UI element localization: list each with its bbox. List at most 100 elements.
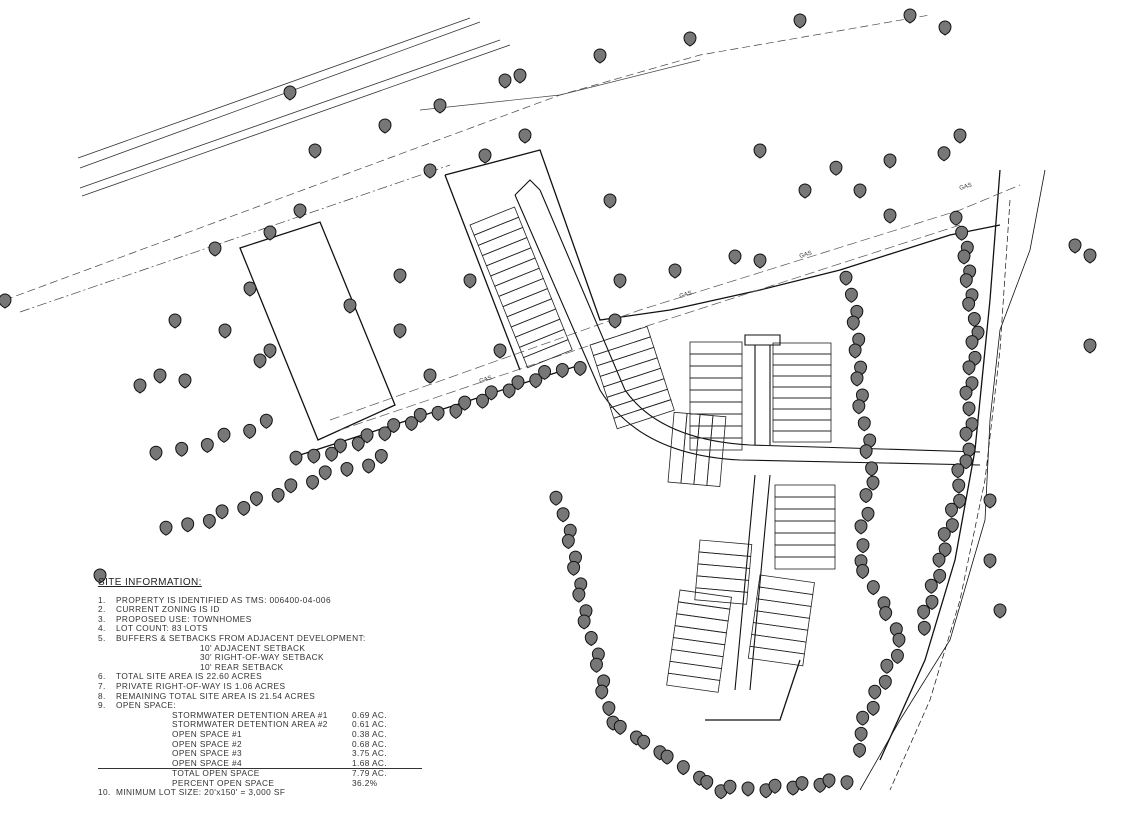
tree-icon [955,225,969,241]
tree-icon [561,534,575,550]
tree-icon [577,614,591,630]
percent-open-space-value: 36.2% [352,777,378,788]
tree-icon [967,311,981,328]
tree-icon [865,461,879,477]
tree-icon [957,249,971,265]
open-space-label: STORMWATER DETENTION AREA #1 [172,709,328,720]
open-space-value: 3.75 AC. [352,748,388,759]
item-number: 6. [98,671,106,682]
tree-icon [249,491,263,507]
tree-icon [518,128,532,144]
tree-icon [493,343,507,359]
tree-icon [584,631,598,647]
open-space-value: 0.38 AC. [352,728,388,739]
tree-icon [1083,248,1097,264]
item-number: 5. [98,632,106,643]
tree-icon [1083,338,1097,354]
tree-icon [608,313,622,329]
tree-icon [458,395,472,411]
tree-icon [983,553,997,569]
tree-icon [284,478,298,494]
lot [676,601,731,622]
tree-icon [351,436,365,452]
item-text: TOTAL SITE AREA IS 22.60 ACRES [116,671,263,682]
tree-icon [573,361,587,377]
lot [523,339,573,369]
tree-icon [676,760,690,776]
tree-icon [700,775,714,791]
item-text: CURRENT ZONING IS ID [116,604,220,615]
lot [751,622,809,643]
tree-icon [852,399,866,415]
tree-icon [478,148,492,164]
site-information-block: SITE INFORMATION: 1.PROPERTY IS IDENTIFI… [98,578,422,798]
tree-icon [883,153,897,169]
lot-block [689,341,743,451]
lot [747,645,805,667]
gas-line [329,184,1021,431]
tree-icon [938,20,952,36]
tree-icon [603,193,617,209]
item-number: 9. [98,700,106,711]
tree-icon [853,742,867,759]
tree-icon [423,163,437,179]
lot [485,247,536,277]
tree-icon [572,587,586,603]
lot [518,328,569,359]
tree-icon [449,403,463,419]
tree-icon [308,143,322,159]
tree-icon [822,773,836,789]
tree-icon [168,313,182,329]
tree-icon [263,343,277,359]
tree-icon [944,502,959,518]
tree-icon [952,478,966,494]
lot-block [666,589,732,693]
lot [772,430,832,443]
tree-icon [890,648,904,664]
tree-icon [378,118,392,134]
tree-icon [549,490,563,506]
tree-icon [839,270,853,286]
item-text: LOT COUNT: 83 LOTS [116,623,208,634]
tree-icon [844,287,858,303]
tree-icon [753,143,767,159]
tree-icon [343,298,357,314]
tree-icon [208,241,222,257]
lot [510,308,561,338]
tree-icon [307,448,321,464]
open-space-value: 1.68 AC. [352,757,388,768]
lot [502,288,553,318]
tree-icon [859,488,873,504]
tree-icon [613,273,627,289]
item-number: 1. [98,594,106,605]
tree-icon [93,568,107,584]
tree-icon [883,208,897,224]
tree-icon [854,726,868,742]
tree-icon [0,293,12,309]
lot [689,341,743,355]
tree-icon [259,413,273,429]
tree-icon [859,444,873,460]
tree-icon [854,519,868,535]
railroad-lines [77,17,511,197]
tree-icon [378,426,392,442]
tree-icon [513,68,527,84]
tree-icon [959,426,973,442]
lot [774,532,836,546]
lot-block [694,539,753,605]
tree-icon [660,749,674,765]
tree-icon [951,463,965,479]
tree-icon [856,564,870,580]
tree-icon [768,778,782,794]
tree-icon [878,674,892,690]
tree-icon [857,416,871,432]
tree-icon [253,353,267,369]
tree-icon [983,493,997,509]
tree-icon [159,520,173,536]
tree-icon [289,450,303,466]
lot [772,408,832,421]
item-number: 3. [98,613,106,624]
lot [689,365,743,379]
